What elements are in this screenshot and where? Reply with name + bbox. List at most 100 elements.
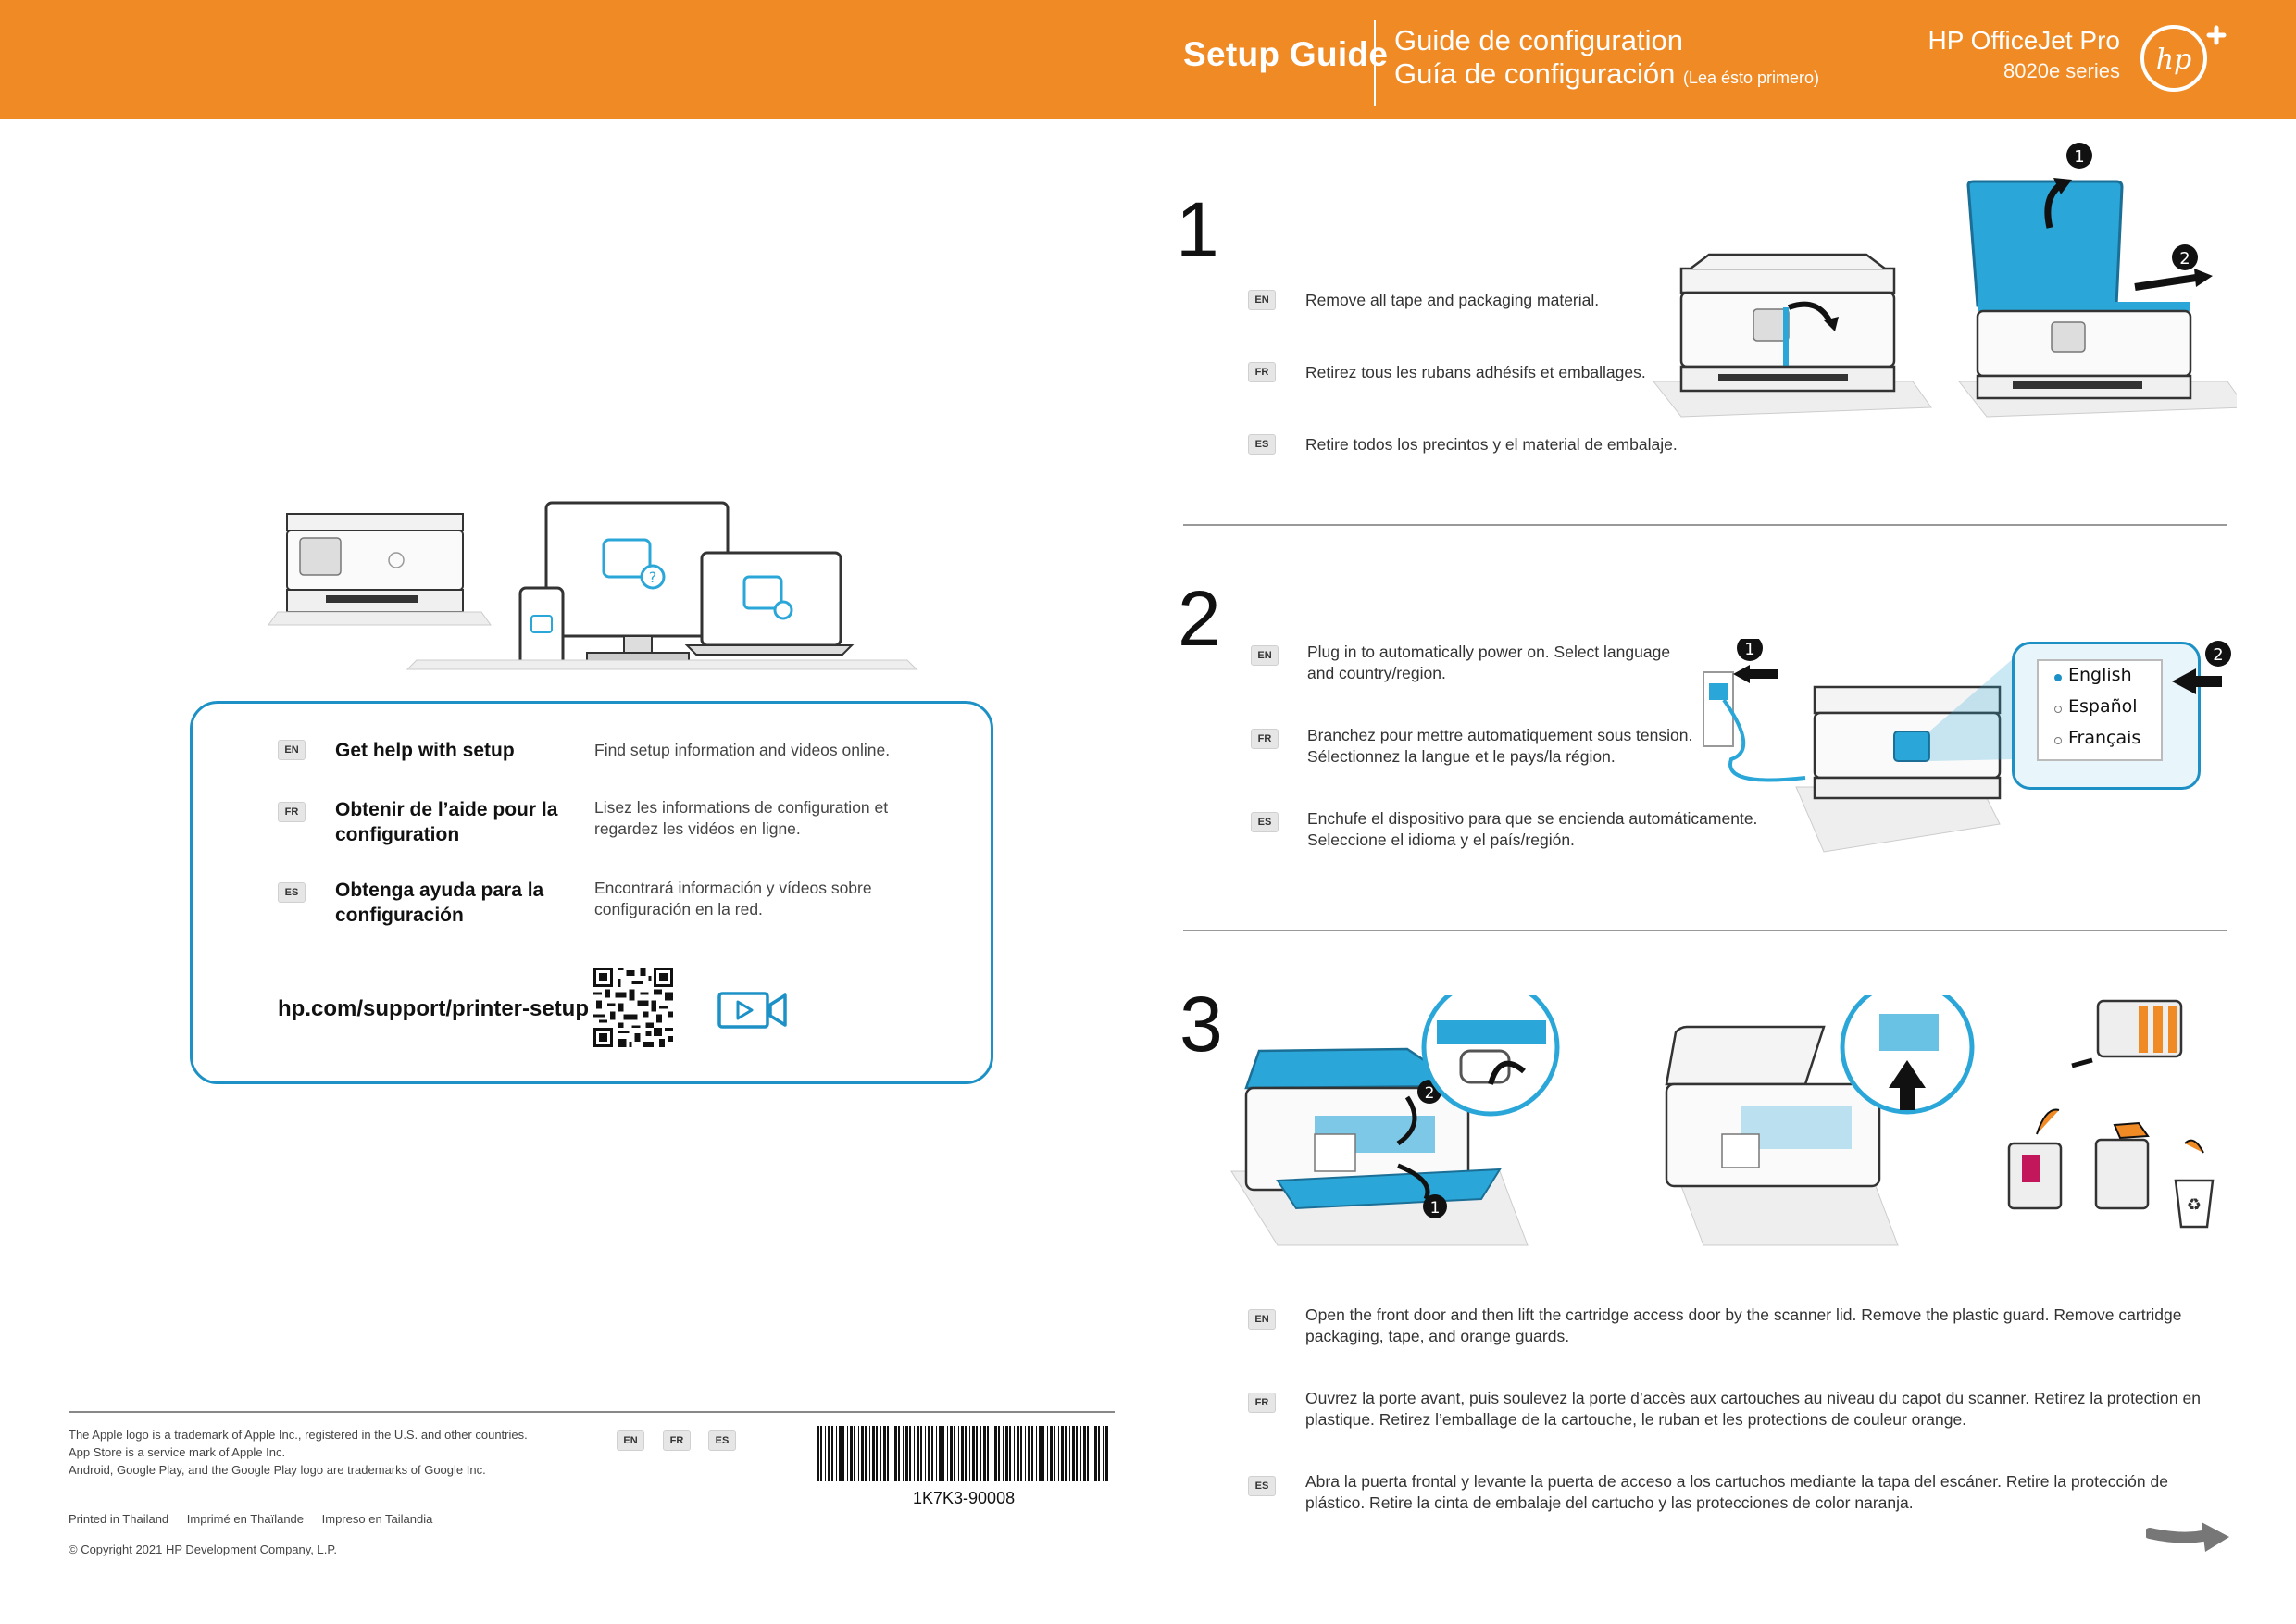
step-1-callout-2: 2	[2179, 249, 2190, 269]
barcode-bar	[817, 1426, 819, 1481]
barcode-bar	[947, 1426, 948, 1481]
part-number: 1K7K3-90008	[913, 1489, 1016, 1507]
footer-badge-en: EN	[617, 1430, 644, 1451]
barcode-bar	[969, 1426, 970, 1481]
barcode-bar	[942, 1426, 944, 1481]
monitor-icon: ?	[544, 501, 730, 663]
barcode-bar	[865, 1426, 867, 1481]
trademark-apple: The Apple logo is a trademark of Apple I…	[69, 1428, 528, 1442]
barcode-bar	[976, 1426, 978, 1481]
barcode-bar	[961, 1426, 964, 1481]
barcode-bar	[965, 1426, 967, 1481]
model-line-2: 8020e series	[2003, 59, 2120, 82]
barcode-bar	[872, 1426, 875, 1481]
barcode-bar	[928, 1426, 930, 1481]
radio-icon	[2054, 737, 2062, 744]
step-3-text-es: Abra la puerta frontal y levante la puer…	[1305, 1472, 2168, 1512]
barcode-bar	[883, 1426, 886, 1481]
selected-radio-icon	[2054, 674, 2062, 681]
printed-en: Printed in Thailand	[69, 1512, 169, 1526]
phone-icon	[518, 586, 565, 668]
trademark-app-store: App Store is a service mark of Apple Inc…	[69, 1445, 286, 1459]
qr-code-icon[interactable]	[593, 968, 673, 1047]
step-3-number: 3	[1179, 981, 1223, 1068]
language-option-francais[interactable]: Français	[2068, 728, 2141, 748]
step-1-text-fr: Retirez tous les rubans adhésifs et emba…	[1305, 363, 1646, 381]
model-line-1: HP OfficeJet Pro	[1928, 26, 2121, 55]
video-camera-icon[interactable]	[717, 989, 791, 1031]
barcode-bar	[858, 1426, 859, 1481]
next-page-arrow-icon[interactable]	[2146, 1518, 2231, 1555]
barcode-bar	[880, 1426, 881, 1481]
barcode-bar	[1061, 1426, 1064, 1481]
barcode-bar	[1065, 1426, 1067, 1481]
barcode-bar	[1054, 1426, 1055, 1481]
step-1-badge-es: ES	[1248, 434, 1276, 455]
barcode-bar	[1039, 1426, 1042, 1481]
step-2-badge-es: ES	[1251, 812, 1279, 832]
lang-badge-es: ES	[278, 882, 306, 903]
barcode-bar	[1014, 1426, 1015, 1481]
barcode-bar	[1072, 1426, 1075, 1481]
step-2-callout-1: 1	[1744, 640, 1754, 659]
radio-icon	[2054, 706, 2062, 713]
step-3-badge-en: EN	[1248, 1309, 1276, 1330]
language-option-english[interactable]: English	[2068, 665, 2132, 685]
barcode-bar	[1031, 1426, 1033, 1481]
barcode-bar	[903, 1426, 904, 1481]
step-2-number: 2	[1178, 575, 1221, 662]
printed-fr: Imprimé en Thaïlande	[186, 1512, 305, 1526]
setup-guide-title: Setup Guide	[1183, 35, 1389, 73]
barcode-bar	[861, 1426, 864, 1481]
barcode-bar	[1105, 1426, 1108, 1481]
barcode-bar	[898, 1426, 900, 1481]
step-1-callout-1: 1	[2074, 147, 2084, 167]
footer-badge-fr: FR	[663, 1430, 691, 1451]
help-desc-es: Encontrará información y vídeos sobre co…	[594, 879, 872, 918]
hp-logo-text: hp	[2156, 44, 2192, 76]
barcode-bar	[939, 1426, 942, 1481]
step-2-select-arrow: 2	[2172, 641, 2231, 694]
step-1-text-en: Remove all tape and packaging material.	[1305, 291, 1600, 309]
barcode-bar	[920, 1426, 922, 1481]
barcode-bar	[842, 1426, 844, 1481]
barcode-bar	[869, 1426, 870, 1481]
language-option-espanol[interactable]: Español	[2068, 696, 2138, 717]
step-3-callout-2: 2	[1425, 1084, 1435, 1103]
step-2-badge-en: EN	[1251, 645, 1279, 666]
barcode-bar	[1003, 1426, 1004, 1481]
barcode-bar	[1036, 1426, 1037, 1481]
step-3-text-fr: Ouvrez la porte avant, puis soulevez la …	[1305, 1389, 2201, 1429]
barcode-bar	[980, 1426, 981, 1481]
barcode-bar	[994, 1426, 997, 1481]
barcode-bar	[954, 1426, 955, 1481]
barcode-bar	[914, 1426, 915, 1481]
help-title-en: Get help with setup	[335, 740, 515, 761]
barcode-bar	[1009, 1426, 1011, 1481]
guide-title-fr: Guide de configuration	[1394, 24, 1683, 56]
barcode-bar	[854, 1426, 855, 1481]
barcode-bar	[1025, 1426, 1026, 1481]
trademark-google: Android, Google Play, and the Google Pla…	[69, 1463, 486, 1477]
barcode-bar	[1103, 1426, 1104, 1481]
help-title-es: Obtenga ayuda para la configuración	[335, 880, 544, 926]
barcode-bar	[1069, 1426, 1070, 1481]
help-desc-fr: Lisez les informations de configuration …	[594, 798, 889, 838]
barcode-bar	[1020, 1426, 1022, 1481]
step-2-text-en: Plug in to automatically power on. Selec…	[1307, 643, 1671, 682]
barcode-bar	[905, 1426, 908, 1481]
guide-title-es: Guía de configuración (Lea ésto primero)	[1394, 57, 1819, 91]
barcode-bar	[1058, 1426, 1059, 1481]
barcode-bar	[850, 1426, 853, 1481]
step-3-callout-1: 1	[1430, 1199, 1441, 1218]
help-title-fr: Obtenir de l’aide pour la configuration	[335, 799, 558, 845]
barcode-bar	[1094, 1426, 1097, 1481]
printed-es: Impreso en Tailandia	[321, 1512, 433, 1526]
step-1-text-es: Retire todos los precintos y el material…	[1305, 435, 1678, 454]
barcode-bar	[847, 1426, 848, 1481]
barcode-bar	[1080, 1426, 1081, 1481]
barcode-bar	[894, 1426, 897, 1481]
hp-plus-logo: hp	[2140, 25, 2227, 92]
support-url-link[interactable]: hp.com/support/printer-setup	[278, 996, 589, 1021]
barcode-bar	[936, 1426, 937, 1481]
